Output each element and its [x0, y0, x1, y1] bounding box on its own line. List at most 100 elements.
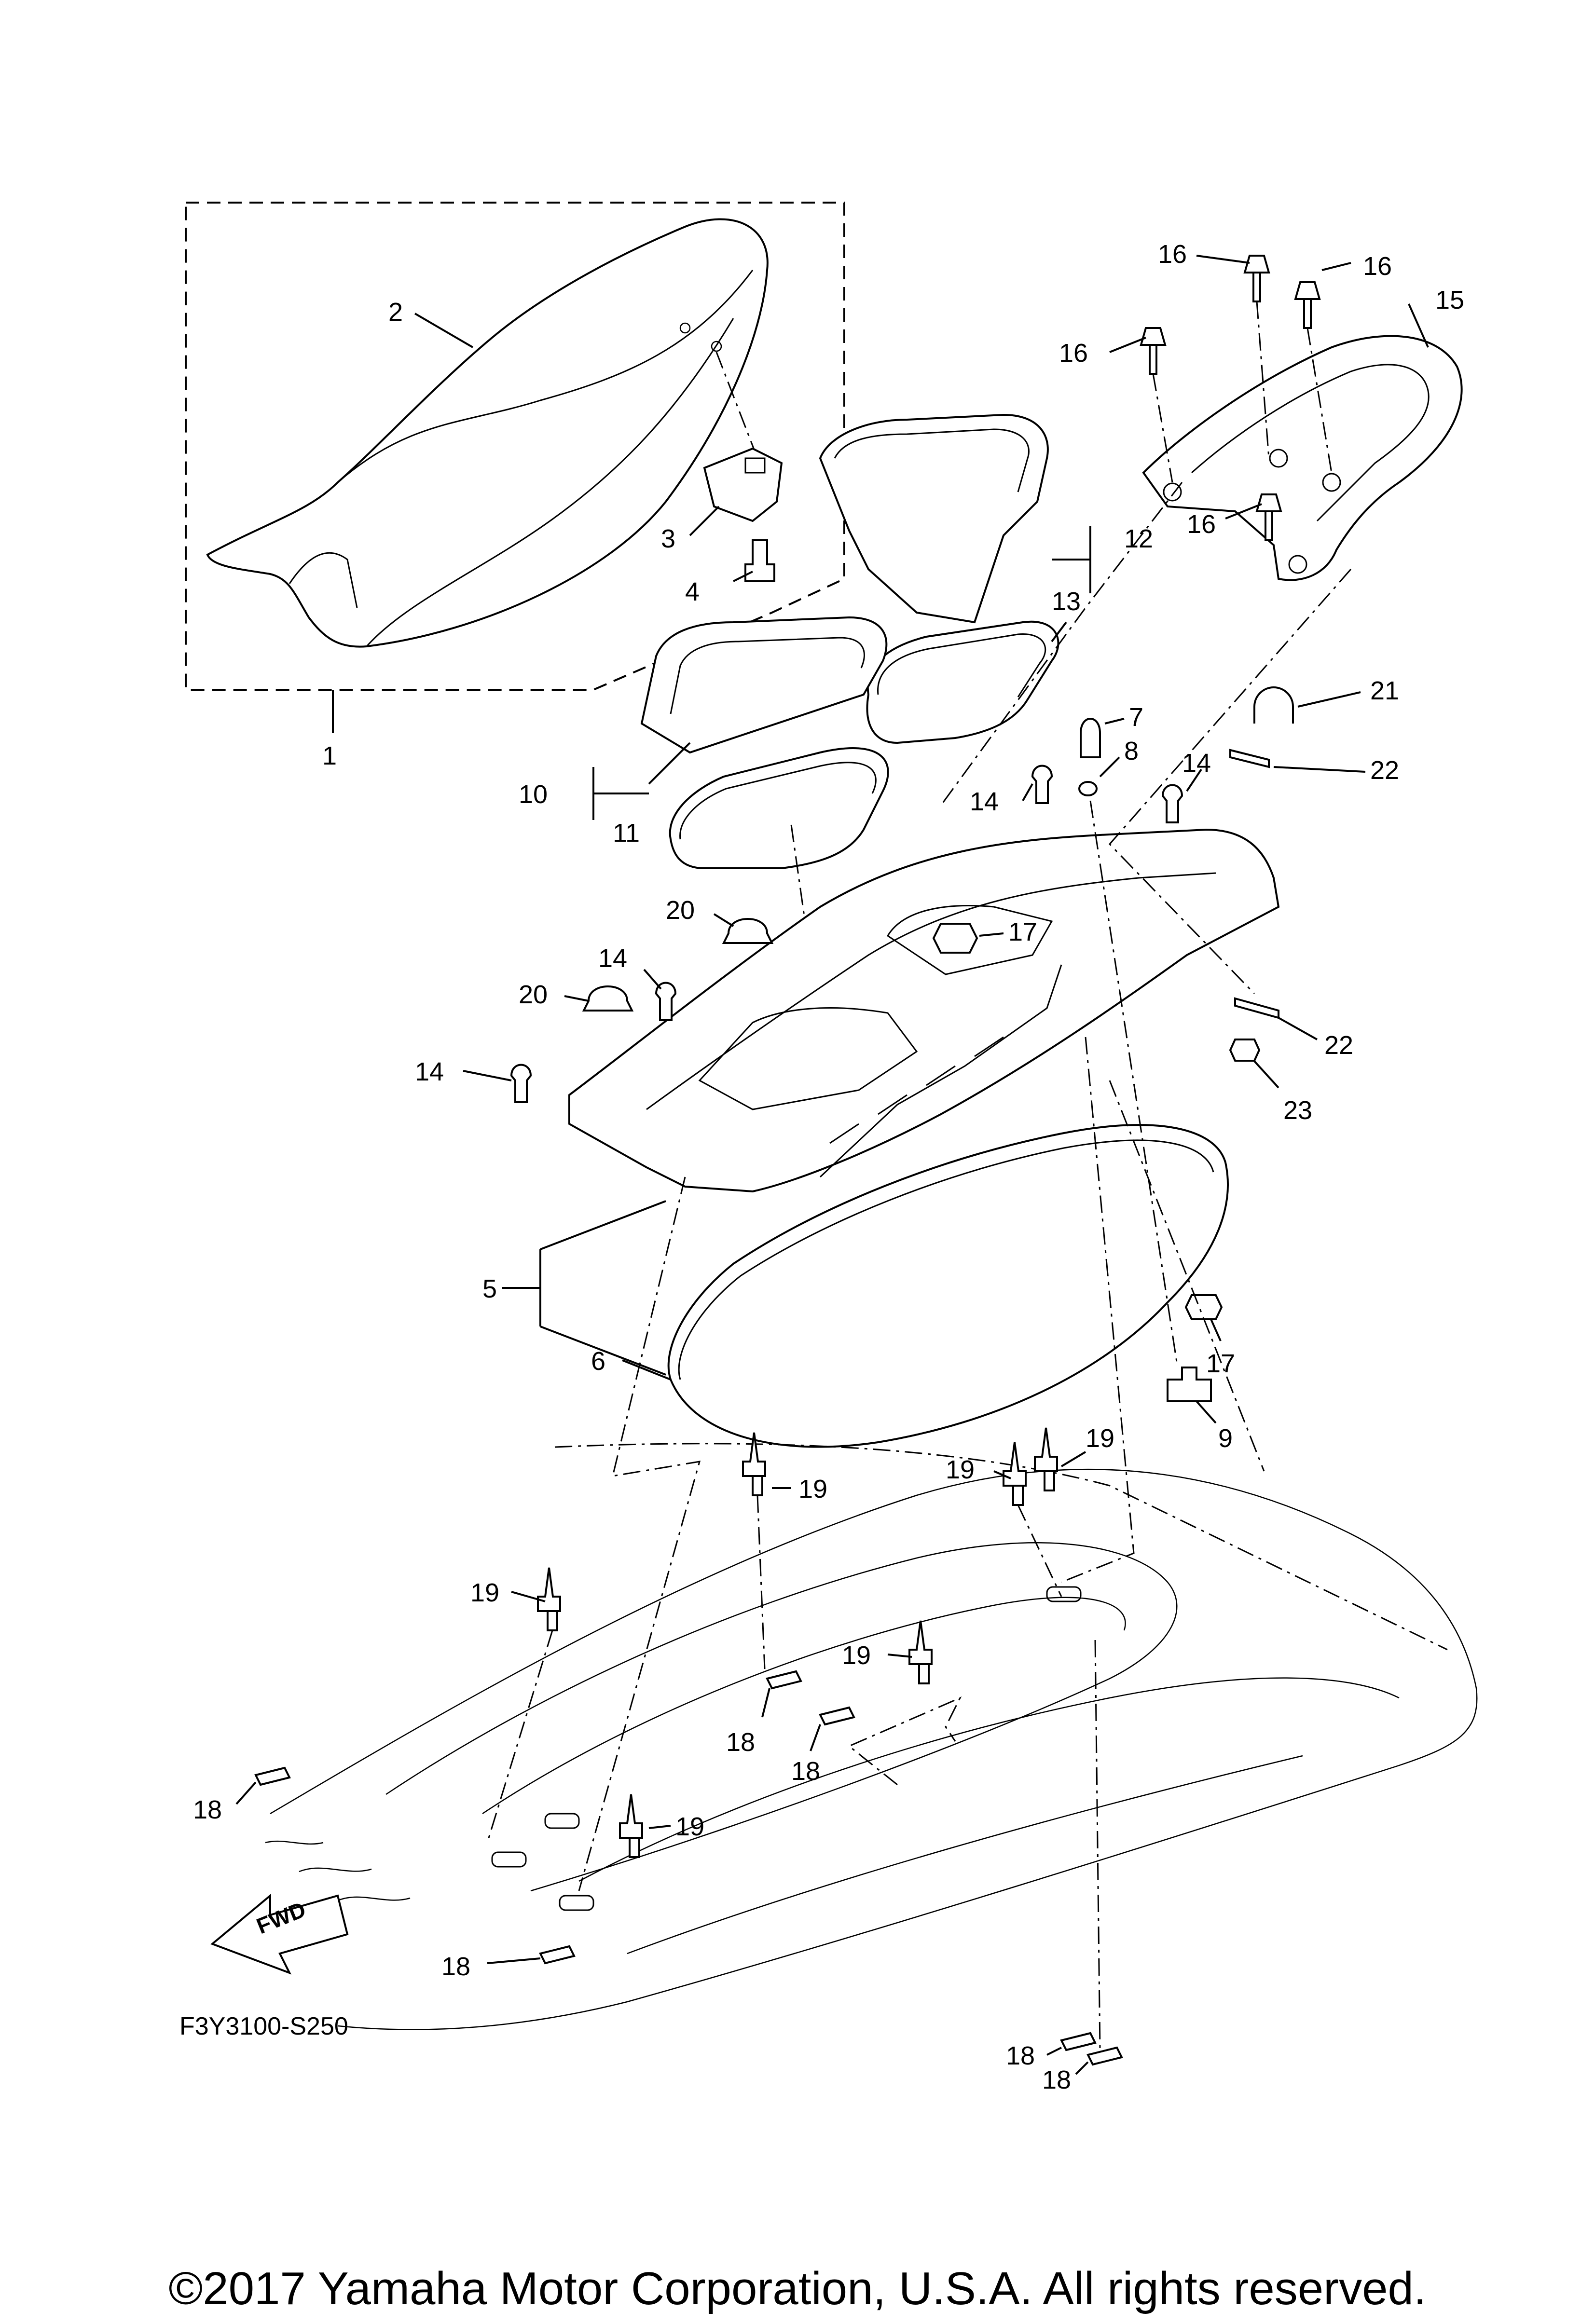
callout-18-f: 18 [1042, 2065, 1071, 2094]
hull-section-line [554, 1443, 1448, 1651]
nut-17-part [932, 923, 978, 954]
callout-19-e: 19 [842, 1641, 871, 1670]
callout-14-d: 14 [415, 1057, 444, 1086]
rivet-centerline [486, 1630, 553, 1843]
glove-box-inner [670, 637, 865, 714]
storage-bucket-rim [834, 428, 1030, 492]
assembly-centerline [848, 1696, 962, 1786]
leader-22 [1273, 766, 1366, 773]
hull-mount-slot [491, 1851, 527, 1868]
diagram-code: F3Y3100-S250 [179, 2012, 348, 2040]
assembly-centerline [1109, 1080, 1265, 1472]
leader-19 [1060, 1451, 1086, 1467]
rivet-centerline [756, 1495, 766, 1669]
seat-assembly-group [185, 202, 845, 733]
screw-14-part [510, 1064, 532, 1103]
hull-mount-slot [544, 1813, 580, 1829]
leader-18 [1046, 2047, 1062, 2056]
bolt-centerline [1152, 373, 1173, 483]
leader-19 [993, 1470, 1011, 1479]
cap-7-part [1080, 718, 1101, 758]
storage-gasket-inner [877, 633, 1046, 697]
leader-20 [564, 995, 589, 1002]
leader-10-bracket [592, 767, 649, 820]
leader-7 [1104, 718, 1125, 725]
callout-19-b: 19 [946, 1455, 975, 1484]
bracket-18-part [1060, 2032, 1097, 2051]
callout-4: 4 [685, 577, 700, 606]
callout-19-a: 19 [798, 1475, 827, 1504]
rivet-group [235, 1427, 1123, 2075]
hull-mount-slot [559, 1895, 594, 1911]
latch-slot [744, 457, 766, 474]
deck-group [502, 828, 1280, 1376]
callout-1: 1 [322, 741, 337, 770]
seat-hole-mark [711, 341, 722, 352]
callout-8: 8 [1124, 737, 1139, 766]
deck-slots [829, 1036, 1004, 1144]
leader-18 [1075, 2061, 1089, 2075]
leader-16 [1196, 255, 1250, 264]
screw-14-part [1031, 765, 1053, 804]
callout-19-c: 19 [1086, 1424, 1114, 1453]
seat-hole-mark [679, 322, 691, 334]
hull-outline [270, 1468, 1478, 2030]
grab-handle-part [1142, 335, 1463, 581]
callout-21: 21 [1370, 676, 1399, 705]
callout-17-a: 17 [1008, 917, 1037, 946]
plate-22-part [1234, 997, 1279, 1019]
bolt-hole [1322, 473, 1341, 492]
leader-20 [713, 913, 734, 927]
leader-14 [1022, 783, 1033, 801]
callout-6: 6 [591, 1347, 605, 1376]
rivet-centerline [1017, 1504, 1062, 1597]
ubolt-21-part [1253, 686, 1294, 724]
callout-16-b: 16 [1363, 252, 1392, 281]
callout-19-d: 19 [470, 1578, 499, 1607]
nut-23-part [1229, 1039, 1261, 1062]
deck-recess-rear [886, 905, 1053, 975]
deck-side-panel [819, 964, 1062, 1178]
small-hardware-group [463, 686, 1366, 1424]
leader-2 [414, 313, 474, 348]
seat-group-dashed-box [185, 202, 845, 691]
rivet-19-part [908, 1620, 933, 1684]
seat-latch-part [703, 447, 783, 522]
callout-22-b: 22 [1324, 1031, 1353, 1060]
leader-18 [235, 1781, 257, 1805]
leader-18 [487, 1957, 541, 1964]
washer-8-part [1078, 781, 1098, 796]
leader-21 [1297, 691, 1361, 708]
leader-16 [1109, 337, 1146, 353]
storage-bucket-group [819, 413, 1091, 744]
assembly-centerline [1061, 1037, 1135, 1583]
callout-5: 5 [482, 1274, 497, 1303]
rivet-19-part [619, 1794, 643, 1858]
callout-14-c: 14 [598, 944, 627, 973]
rivet-19-part [1034, 1427, 1058, 1491]
plate-22-part [1229, 749, 1270, 768]
rivet-19-part [537, 1567, 561, 1631]
leader-13 [1051, 621, 1067, 643]
bolt-hole [1269, 449, 1288, 468]
bracket-18-part [766, 1670, 802, 1690]
callout-20-b: 20 [519, 980, 548, 1009]
fwd-arrow-icon [210, 1893, 349, 1975]
callout-19-f: 19 [675, 1812, 704, 1841]
seat-bolt-part [744, 539, 775, 582]
callout-11: 11 [613, 819, 640, 848]
deck-recess-front [698, 1007, 918, 1110]
screw-14-part [1161, 784, 1183, 823]
leader-18 [761, 1688, 770, 1718]
leader-8 [1099, 756, 1120, 778]
callout-14-b: 14 [1182, 749, 1211, 778]
grab-handle-inner [1191, 364, 1430, 522]
assembly-centerline [940, 482, 1183, 806]
bolt-16-part [1294, 281, 1321, 329]
leader-16 [1225, 503, 1262, 519]
seat-leader-dashed [715, 352, 758, 459]
leader-12-bracket [1052, 526, 1091, 593]
rivet-19-part [1003, 1442, 1027, 1506]
bolt-hole [1288, 555, 1307, 574]
